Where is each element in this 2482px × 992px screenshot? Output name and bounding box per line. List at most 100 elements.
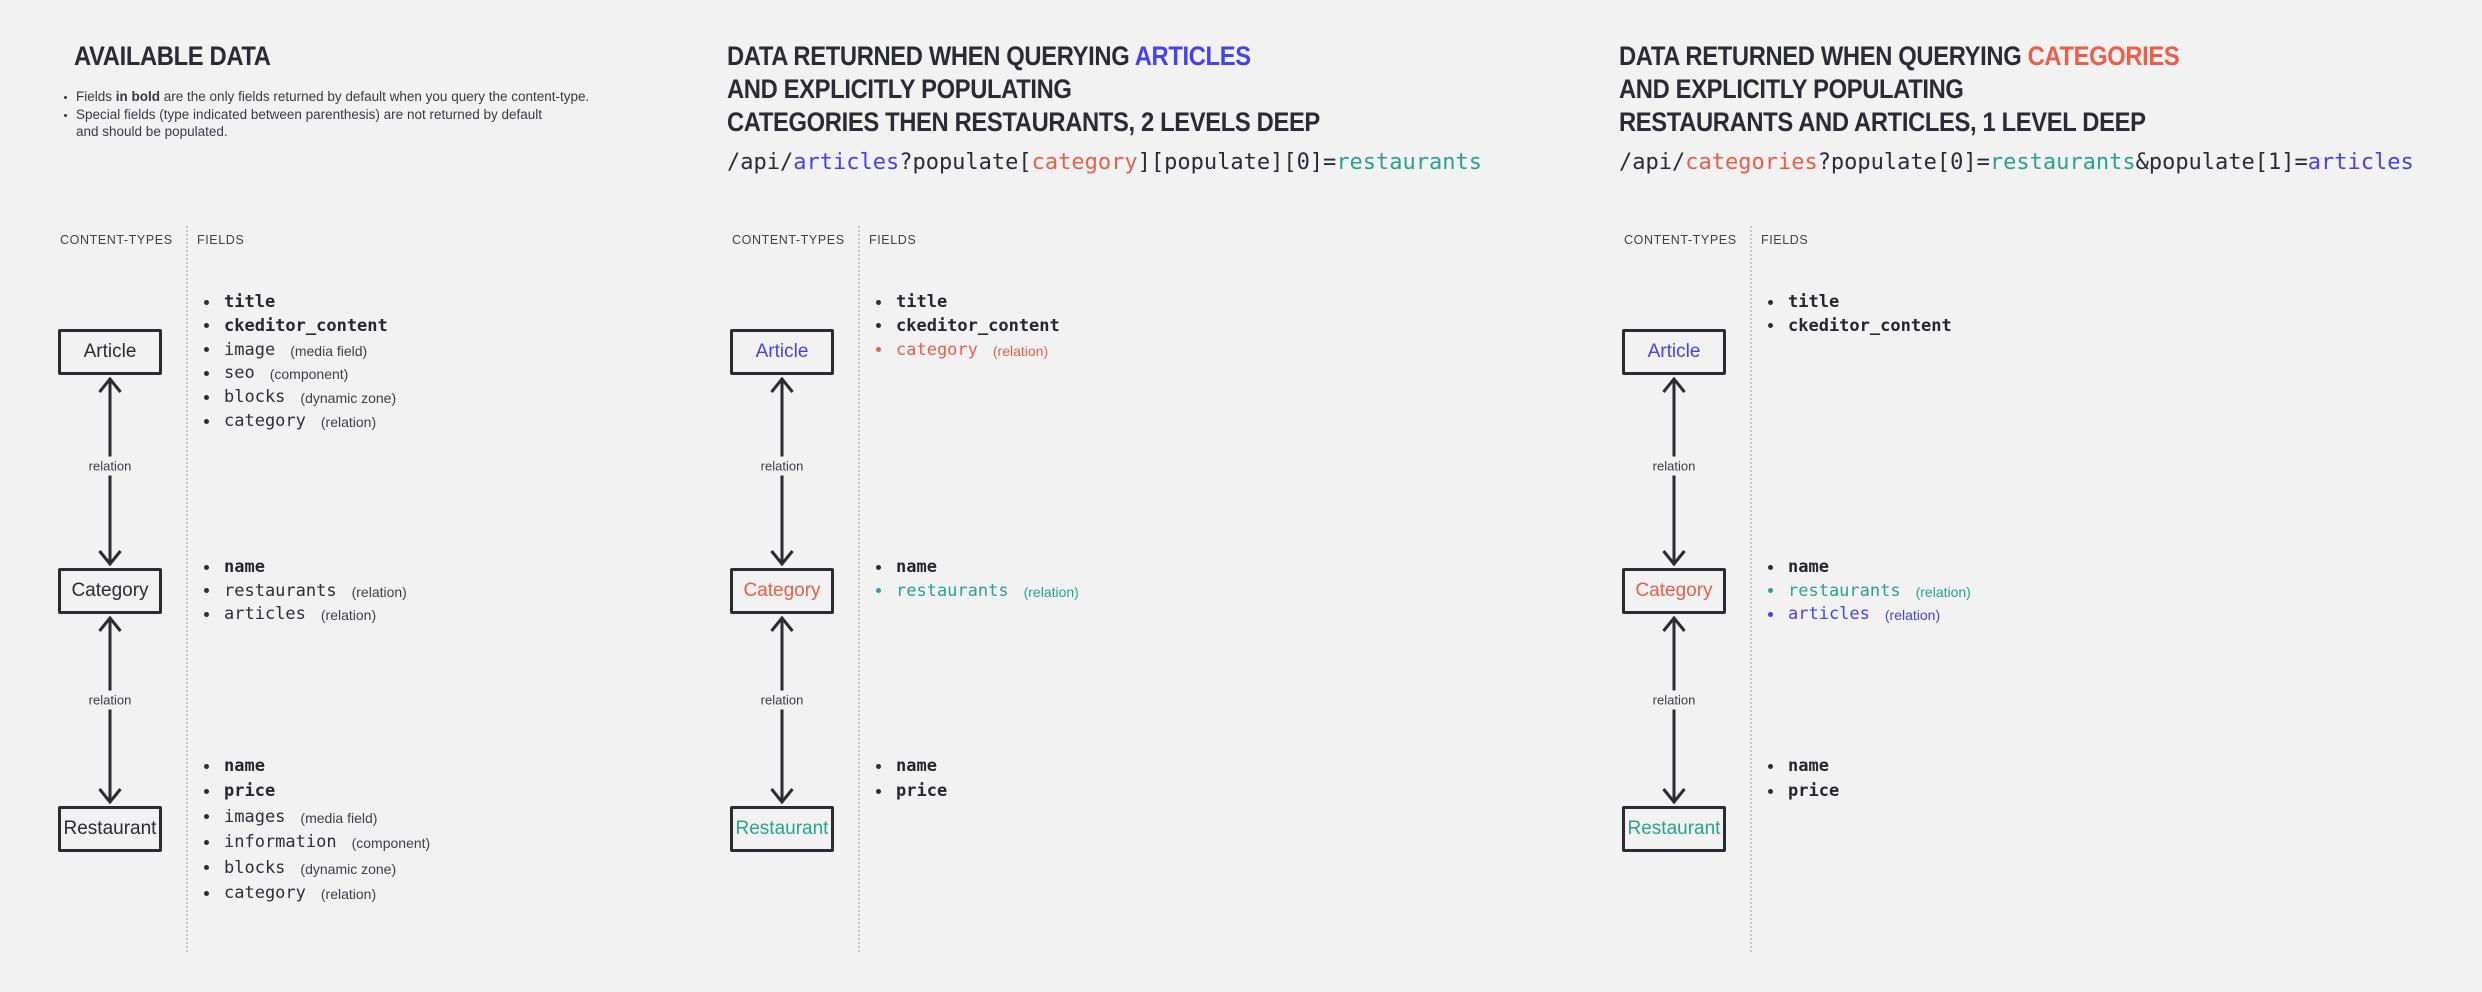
title-highlight: CATEGORIES bbox=[2027, 41, 2180, 71]
content-type-box-article: Article bbox=[58, 329, 162, 375]
title-highlight: ARTICLES bbox=[1134, 41, 1251, 71]
field-name: name bbox=[224, 557, 265, 577]
note-text: and should be populated. bbox=[76, 124, 228, 139]
field-name: price bbox=[896, 781, 948, 802]
content-type-label: Article bbox=[83, 341, 137, 362]
field-annotation: (relation) bbox=[320, 886, 377, 902]
field-row: category (relation) bbox=[876, 338, 1048, 362]
field-name: category bbox=[224, 411, 306, 431]
code-segment: articles bbox=[2307, 150, 2414, 175]
column-label-content-types: CONTENT-TYPES bbox=[732, 233, 845, 247]
field-row: title bbox=[876, 290, 947, 314]
field-row: seo(component) bbox=[204, 361, 348, 385]
field-bullet-icon bbox=[204, 588, 209, 593]
field-bullet-icon bbox=[1768, 564, 1773, 570]
field-annotation: (relation) bbox=[1915, 583, 1971, 600]
field-name: name bbox=[896, 557, 937, 577]
field-bullet-icon bbox=[876, 763, 881, 769]
content-type-label: Category bbox=[743, 580, 821, 601]
field-annotation: (relation) bbox=[320, 414, 377, 430]
field-bullet-icon bbox=[204, 788, 209, 794]
field-row: blocks(dynamic zone) bbox=[204, 385, 396, 409]
column-divider bbox=[186, 226, 188, 952]
column-label-fields: FIELDS bbox=[1761, 233, 1809, 247]
field-bullet-icon bbox=[876, 564, 881, 570]
field-name: image bbox=[224, 339, 276, 360]
column-divider bbox=[858, 226, 860, 952]
field-row: price bbox=[876, 779, 947, 803]
field-row: category(relation) bbox=[204, 881, 376, 905]
column-label-fields: FIELDS bbox=[197, 233, 245, 247]
title-text: RESTAURANTS AND ARTICLES, 1 LEVEL DEEP bbox=[1619, 107, 2146, 137]
relation-label: relation bbox=[1647, 456, 1701, 476]
content-type-box-article: Article bbox=[730, 329, 834, 375]
field-row: price bbox=[204, 779, 275, 803]
column-label-content-types: CONTENT-TYPES bbox=[1624, 233, 1737, 247]
note-text: in bold bbox=[115, 89, 161, 104]
field-bullet-icon bbox=[204, 890, 209, 896]
field-row: images(media field) bbox=[204, 805, 377, 829]
field-row: name bbox=[876, 555, 937, 579]
field-bullet-icon bbox=[876, 323, 881, 329]
field-annotation: (relation) bbox=[1884, 607, 1941, 623]
content-type-label: Restaurant bbox=[735, 818, 829, 839]
bullet-icon bbox=[64, 113, 67, 117]
code-segment: ][populate][0]= bbox=[1137, 150, 1337, 175]
content-type-label: Article bbox=[1647, 341, 1701, 362]
panel-header: AVAILABLE DATA bbox=[74, 40, 297, 73]
title-text: AVAILABLE DATA bbox=[74, 41, 271, 71]
code-segment: articles bbox=[793, 150, 900, 175]
field-name: category bbox=[896, 339, 978, 360]
field-bullet-icon bbox=[204, 865, 209, 871]
field-bullet-icon bbox=[876, 299, 881, 305]
field-name: name bbox=[1788, 557, 1829, 577]
relation-label: relation bbox=[83, 456, 137, 476]
panel-title-line: AND EXPLICITLY POPULATING bbox=[727, 73, 1320, 106]
api-code: /api/articles?populate[category][populat… bbox=[727, 150, 1482, 175]
code-segment: category bbox=[1031, 150, 1138, 175]
field-name: name bbox=[896, 756, 937, 776]
note-line: Special fields (type indicated between p… bbox=[76, 106, 542, 124]
content-type-box-category: Category bbox=[58, 568, 162, 614]
code-segment: restaurants bbox=[1989, 150, 2136, 175]
field-bullet-icon bbox=[204, 611, 209, 617]
field-name: name bbox=[1788, 756, 1829, 776]
code-segment: restaurants bbox=[1336, 150, 1483, 175]
field-annotation: (dynamic zone) bbox=[300, 390, 397, 407]
field-name: articles bbox=[224, 604, 306, 624]
field-row: category (relation) bbox=[204, 409, 376, 433]
field-bullet-icon bbox=[204, 814, 209, 820]
note-line: and should be populated. bbox=[76, 123, 542, 141]
code-segment: &populate[1]= bbox=[2135, 150, 2308, 175]
field-bullet-icon bbox=[204, 418, 209, 424]
field-annotation: (media field) bbox=[290, 342, 368, 359]
content-type-box-category: Category bbox=[730, 568, 834, 614]
title-text: DATA RETURNED WHEN QUERYING bbox=[727, 41, 1135, 71]
field-annotation: (dynamic zone) bbox=[300, 860, 397, 877]
field-bullet-icon bbox=[876, 588, 881, 593]
field-bullet-icon bbox=[1768, 788, 1773, 794]
code-segment: ?populate[0]= bbox=[1817, 150, 1990, 175]
field-annotation: (relation) bbox=[992, 342, 1049, 359]
field-row: name bbox=[204, 754, 265, 778]
field-name: articles bbox=[1788, 604, 1870, 624]
title-text: DATA RETURNED WHEN QUERYING bbox=[1619, 41, 2028, 71]
field-row: name bbox=[204, 555, 265, 579]
field-name: title bbox=[896, 292, 948, 312]
field-name: ckeditor_content bbox=[1788, 315, 1952, 336]
column-divider bbox=[1750, 226, 1752, 952]
column-label-content-types: CONTENT-TYPES bbox=[60, 233, 173, 247]
field-row: restaurants(relation) bbox=[1768, 579, 1971, 603]
panel-title-line: DATA RETURNED WHEN QUERYING CATEGORIES bbox=[1619, 40, 2180, 73]
content-type-box-restaurant: Restaurant bbox=[730, 806, 834, 852]
code-segment: /api/ bbox=[727, 150, 794, 175]
relation-label: relation bbox=[755, 456, 809, 476]
field-bullet-icon bbox=[1768, 588, 1773, 593]
note-text: Special fields (type indicated between p… bbox=[76, 106, 543, 122]
field-row: information(component) bbox=[204, 830, 430, 854]
field-bullet-icon bbox=[204, 347, 209, 353]
code-segment: ?populate[ bbox=[899, 150, 1032, 175]
